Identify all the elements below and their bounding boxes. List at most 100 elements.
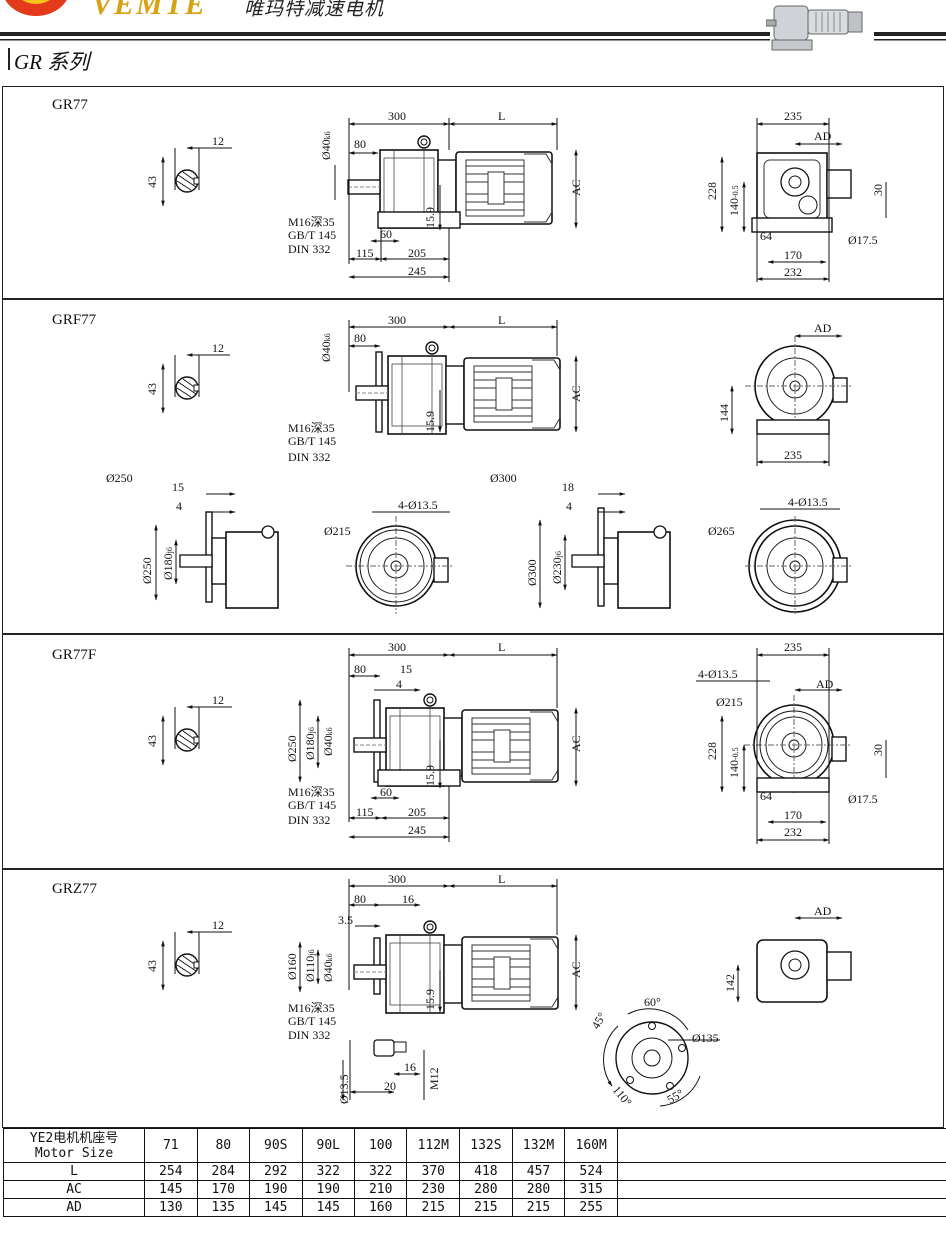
dim-16: 16 bbox=[404, 1060, 416, 1074]
dim-43: 43 bbox=[145, 960, 159, 972]
dim-AC: AC bbox=[569, 179, 583, 196]
dim-80: 80 bbox=[354, 892, 366, 906]
table-row-label: AD bbox=[2, 1198, 146, 1217]
dim-4: 4 bbox=[396, 677, 402, 691]
table-cell: 322 bbox=[301, 1162, 355, 1181]
dim-15-9: 15.9 bbox=[423, 207, 437, 228]
table-cell: 280 bbox=[511, 1180, 566, 1199]
table-cell: 280 bbox=[459, 1180, 513, 1199]
dim-17-5: Ø17.5 bbox=[848, 792, 878, 806]
dim-din: DIN 332 bbox=[288, 242, 330, 256]
model-label-gr77f: GR77F bbox=[52, 647, 96, 663]
dim-160: Ø160 bbox=[285, 953, 299, 980]
end-view-grz77: AD 142 bbox=[723, 904, 852, 1003]
table-cell: 254 bbox=[144, 1162, 198, 1181]
dim-135: Ø135 bbox=[692, 1031, 719, 1045]
dim-170: 170 bbox=[784, 248, 802, 262]
side-view-grz77: 300 L 80 16 3.5 Ø160 Ø110j6 Ø40k6 AC 15.… bbox=[285, 872, 583, 1042]
dim-gbt: GB/T 145 bbox=[288, 228, 336, 242]
dim-m16: M16深35 bbox=[288, 1001, 335, 1015]
dim-4: 4 bbox=[566, 499, 572, 513]
dim-80: 80 bbox=[354, 137, 366, 151]
dim-144: 144 bbox=[717, 404, 731, 422]
dim-20: 20 bbox=[384, 1079, 396, 1093]
flange-300-title: Ø300 bbox=[490, 471, 517, 485]
table-cell: 370 bbox=[406, 1162, 461, 1181]
table-cell: 215 bbox=[459, 1198, 513, 1217]
dim-12: 12 bbox=[212, 693, 224, 707]
dim-gbt: GB/T 145 bbox=[288, 798, 336, 812]
dim-170: 170 bbox=[784, 808, 802, 822]
gearmotor-thumbnail-icon bbox=[766, 5, 863, 51]
model-label-grf77: GRF77 bbox=[52, 312, 97, 328]
dim-235: 235 bbox=[784, 640, 802, 654]
dim-15-9: 15.9 bbox=[423, 411, 437, 432]
table-cell: 322 bbox=[353, 1162, 408, 1181]
dim-180: Ø180j6 bbox=[161, 547, 175, 580]
dim-142: 142 bbox=[723, 974, 737, 992]
flange-bolt-pattern: 60° 45° Ø135 110° 55° bbox=[588, 995, 720, 1109]
dim-245: 245 bbox=[408, 823, 426, 837]
dim-shaft-dia: Ø40k6 bbox=[321, 727, 335, 756]
dim-L: L bbox=[498, 640, 505, 654]
table-cell: 130 bbox=[144, 1198, 198, 1217]
table-row-label: L bbox=[2, 1162, 146, 1181]
dim-110: Ø110j6 bbox=[303, 950, 317, 982]
dim-12: 12 bbox=[212, 134, 224, 148]
dim-300: 300 bbox=[388, 109, 406, 123]
dim-15: 15 bbox=[172, 480, 184, 494]
dim-m12: M12 bbox=[427, 1067, 441, 1090]
flange-300-views: Ø300 18 4 Ø300 Ø230j6 Ø265 4-Ø13.5 bbox=[490, 471, 852, 615]
dim-215: Ø215 bbox=[324, 524, 351, 538]
dim-140: 140-0.5 bbox=[727, 185, 741, 216]
table-cell: 145 bbox=[249, 1198, 303, 1217]
side-view-gr77: 300 L 80 Ø40k6 AC 15.9 M16深35 GB/T 145 D… bbox=[288, 109, 583, 282]
brand-name: VEMTE bbox=[92, 0, 208, 21]
header-rule bbox=[0, 32, 946, 41]
dim-m16: M16深35 bbox=[288, 785, 335, 799]
dim-shaft-dia: Ø40k6 bbox=[319, 333, 333, 362]
dim-115: 115 bbox=[356, 805, 374, 819]
table-blank-cell bbox=[616, 1128, 946, 1163]
dim-AD: AD bbox=[816, 677, 834, 691]
technical-drawings: GR77 12 43 300 L 80 Ø40k6 AC 15.9 M16深35… bbox=[52, 97, 887, 1109]
dim-AC: AC bbox=[569, 735, 583, 752]
dim-64: 64 bbox=[760, 229, 772, 243]
series-title-marker bbox=[8, 48, 10, 70]
section-divider bbox=[2, 633, 944, 635]
table-size-cell: 112M bbox=[406, 1128, 461, 1163]
dim-12: 12 bbox=[212, 918, 224, 932]
dim-holes: 4-Ø13.5 bbox=[698, 667, 738, 681]
dim-18: 18 bbox=[562, 480, 574, 494]
section-divider bbox=[2, 298, 944, 300]
table-header-line2: Motor Size bbox=[34, 1145, 114, 1161]
dim-43: 43 bbox=[145, 176, 159, 188]
table-blank-cell bbox=[616, 1162, 946, 1181]
dim-60: 60 bbox=[380, 785, 392, 799]
shaft-section-grz77: 12 43 bbox=[145, 918, 232, 991]
dim-80: 80 bbox=[354, 331, 366, 345]
table-cell: 284 bbox=[196, 1162, 251, 1181]
table-size-cell: 71 bbox=[144, 1128, 198, 1163]
angle-45: 45° bbox=[588, 1010, 609, 1032]
model-label-grz77: GRZ77 bbox=[52, 881, 98, 897]
dim-140: 140-0.5 bbox=[727, 747, 741, 778]
side-view-grf77: 300 L 80 Ø40k6 AC 15.9 M16深35 GB/T 145 D… bbox=[288, 313, 583, 464]
table-row: AC 145 170 190 190 210 230 280 280 315 bbox=[2, 1180, 946, 1199]
table-header-line1: YE2电机机座号 bbox=[29, 1130, 119, 1146]
dim-shaft-dia: Ø40k6 bbox=[319, 131, 333, 160]
table-cell: 145 bbox=[301, 1198, 355, 1217]
table-header-row: YE2电机机座号 Motor Size 71 80 90S 90L 100 11… bbox=[2, 1128, 946, 1163]
table-cell: 170 bbox=[196, 1180, 251, 1199]
table-size-cell: 80 bbox=[196, 1128, 251, 1163]
series-title: GR 系列 bbox=[14, 50, 90, 74]
dim-205: 205 bbox=[408, 246, 426, 260]
end-view-grf77: AD 144 235 bbox=[717, 321, 852, 466]
table-cell: 457 bbox=[511, 1162, 566, 1181]
table-cell: 210 bbox=[353, 1180, 408, 1199]
table-cell: 215 bbox=[511, 1198, 566, 1217]
dim-64: 64 bbox=[760, 789, 772, 803]
dim-230: Ø230j6 bbox=[550, 551, 564, 584]
dim-43: 43 bbox=[145, 383, 159, 395]
table-size-cell: 90S bbox=[249, 1128, 303, 1163]
